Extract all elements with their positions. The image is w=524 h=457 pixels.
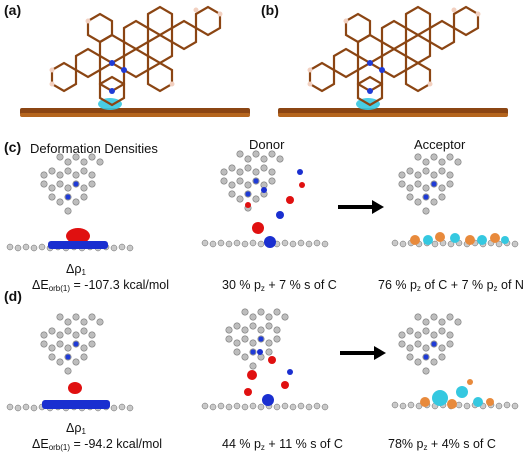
panel-label-d: (d)	[4, 288, 22, 304]
c-energy-label: ΔEorb(1) = -107.3 kcal/mol	[32, 278, 170, 293]
d-donor-caption: 44 % pz + 11 % s of C	[222, 437, 343, 452]
panel-label-b: (b)	[261, 2, 279, 18]
c-donor-caption: 30 % pz + 7 % s of C	[222, 278, 337, 293]
panel-label-c: (c)	[4, 139, 22, 155]
d-energy-label: ΔEorb(1) = -94.2 kcal/mol	[32, 437, 163, 452]
header-acceptor: Acceptor	[414, 137, 466, 152]
c-delta-rho: Δρ1	[66, 262, 86, 277]
panel-label-a: (a)	[4, 2, 22, 18]
header-donor: Donor	[249, 137, 285, 152]
header-deformation-densities: Deformation Densities	[30, 141, 158, 156]
c-acceptor-caption: 76 % pz of C + 7 % pz of N	[378, 278, 524, 293]
d-acceptor-caption: 78% pz + 4% s of C	[388, 437, 496, 452]
d-delta-rho: Δρ1	[66, 421, 86, 436]
